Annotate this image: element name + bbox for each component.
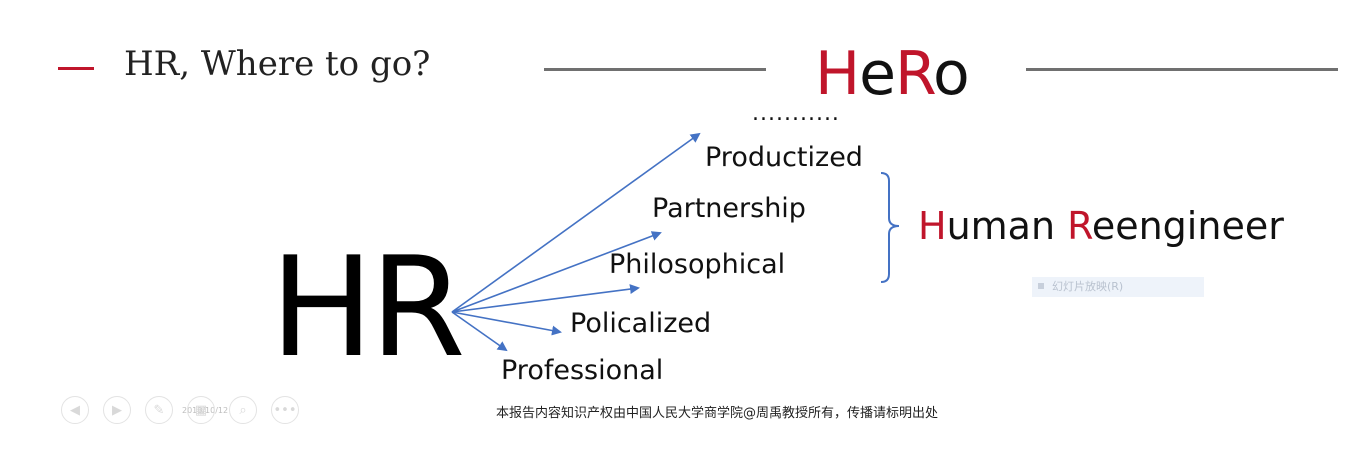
- slide-title: HR, Where to go?: [124, 44, 431, 84]
- big-hr-label: HR: [270, 227, 466, 388]
- zoom-button[interactable]: ⌕: [229, 396, 257, 424]
- dotted-ellipsis: ...........: [752, 101, 840, 126]
- title-accent-dash: [58, 67, 94, 70]
- hero-heading: HeRo: [815, 38, 970, 110]
- branch-productized: Productized: [705, 142, 863, 173]
- arrow-professional: [451, 311, 508, 352]
- ghost-menu-text: 幻灯片放映(R): [1052, 280, 1124, 293]
- hero-letter-h: H: [815, 39, 860, 109]
- branch-philosophical: Philosophical: [609, 249, 786, 280]
- arrow-policalized: [451, 311, 562, 336]
- hero-letter-r: R: [895, 39, 934, 109]
- curly-brace: [880, 172, 900, 283]
- next-slide-button[interactable]: ▶: [103, 396, 131, 424]
- human-reengineer-label: Human Reengineer: [918, 204, 1284, 248]
- slides-button[interactable]: ▦: [187, 396, 215, 424]
- pen-icon: ✎: [153, 403, 165, 418]
- slides-icon: ▦: [194, 403, 208, 418]
- arrow-productized: [451, 132, 701, 313]
- more-options-button[interactable]: •••: [271, 396, 299, 424]
- reengineer-rest: eengineer: [1091, 204, 1284, 248]
- more-icon: •••: [273, 403, 297, 418]
- pen-tool-button[interactable]: ✎: [145, 396, 173, 424]
- prev-icon: ◀: [70, 403, 80, 418]
- prev-slide-button[interactable]: ◀: [61, 396, 89, 424]
- branch-policalized: Policalized: [570, 308, 712, 339]
- menu-bullet-icon: [1038, 283, 1044, 289]
- ghost-menu-item[interactable]: 幻灯片放映(R): [1032, 277, 1204, 297]
- hero-letter-o: o: [933, 39, 970, 109]
- human-letter-r: R: [1067, 204, 1092, 248]
- human-rest: uman: [946, 204, 1068, 248]
- copyright-footer: 本报告内容知识产权由中国人民大学商学院@周禹教授所有，传播请标明出处: [496, 406, 939, 421]
- hero-letter-e: e: [859, 39, 896, 109]
- hero-rule-right: [1026, 68, 1338, 71]
- human-letter-h: H: [918, 204, 947, 248]
- branch-partnership: Partnership: [652, 193, 806, 224]
- hero-rule-left: [544, 68, 766, 71]
- next-icon: ▶: [112, 403, 122, 418]
- arrow-philosophical: [451, 284, 640, 313]
- branch-professional: Professional: [501, 355, 664, 386]
- arrow-partnership: [451, 231, 662, 313]
- zoom-icon: ⌕: [239, 403, 247, 418]
